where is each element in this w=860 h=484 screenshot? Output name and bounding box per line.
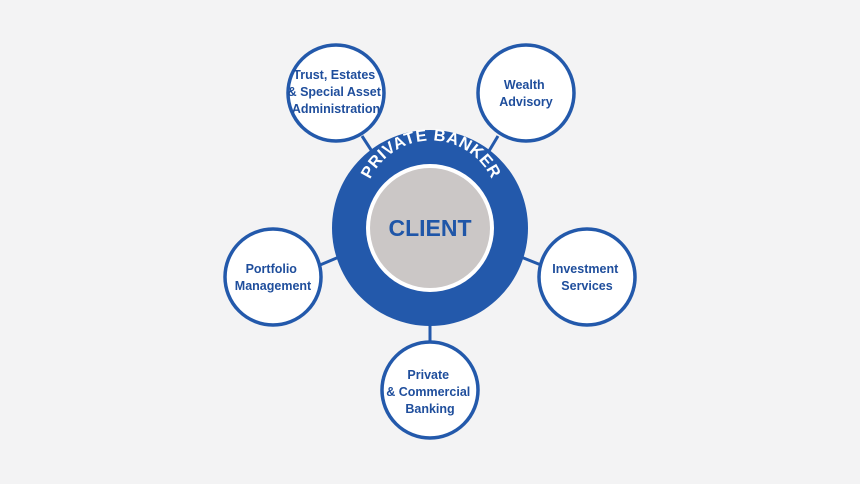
service-banking: Private & Commercial Banking <box>380 340 480 440</box>
service-trust-label: Trust, Estates & Special Asset Administr… <box>288 68 385 116</box>
service-portfolio-label: Portfolio Management <box>235 262 312 293</box>
service-banking-line-3: Banking <box>405 402 454 416</box>
service-investment-line-2: Services <box>561 279 612 293</box>
client-core <box>370 168 490 288</box>
service-banking-circle <box>380 340 480 440</box>
connector-portfolio <box>319 255 340 267</box>
service-investment: Investment Services <box>537 227 637 327</box>
service-investment-line-1: Investment <box>552 262 619 276</box>
service-trust-line-1: Trust, Estates <box>293 68 375 82</box>
service-wealth-circle <box>476 43 576 143</box>
service-banking-label: Private & Commercial Banking <box>386 368 474 416</box>
service-portfolio-circle <box>223 227 323 327</box>
service-trust-line-2: & Special Asset <box>288 85 382 99</box>
service-trust-circle <box>286 43 386 143</box>
service-wealth-label: Wealth Advisory <box>499 78 553 109</box>
service-wealth-line-1: Wealth <box>504 78 545 92</box>
service-wealth-line-2: Advisory <box>499 95 553 109</box>
service-investment-circle <box>537 227 637 327</box>
service-portfolio-line-1: Portfolio <box>246 262 298 276</box>
client-label: CLIENT <box>388 215 471 241</box>
service-banking-line-2: & Commercial <box>386 385 470 399</box>
connector-investment <box>520 255 542 267</box>
service-banking-line-1: Private <box>407 368 449 382</box>
service-portfolio: Portfolio Management <box>223 227 323 327</box>
service-trust-line-3: Administration <box>292 102 380 116</box>
service-portfolio-line-2: Management <box>235 279 312 293</box>
service-wealth: Wealth Advisory <box>476 43 576 143</box>
service-trust: Trust, Estates & Special Asset Administr… <box>286 43 386 143</box>
service-investment-label: Investment Services <box>552 262 621 293</box>
